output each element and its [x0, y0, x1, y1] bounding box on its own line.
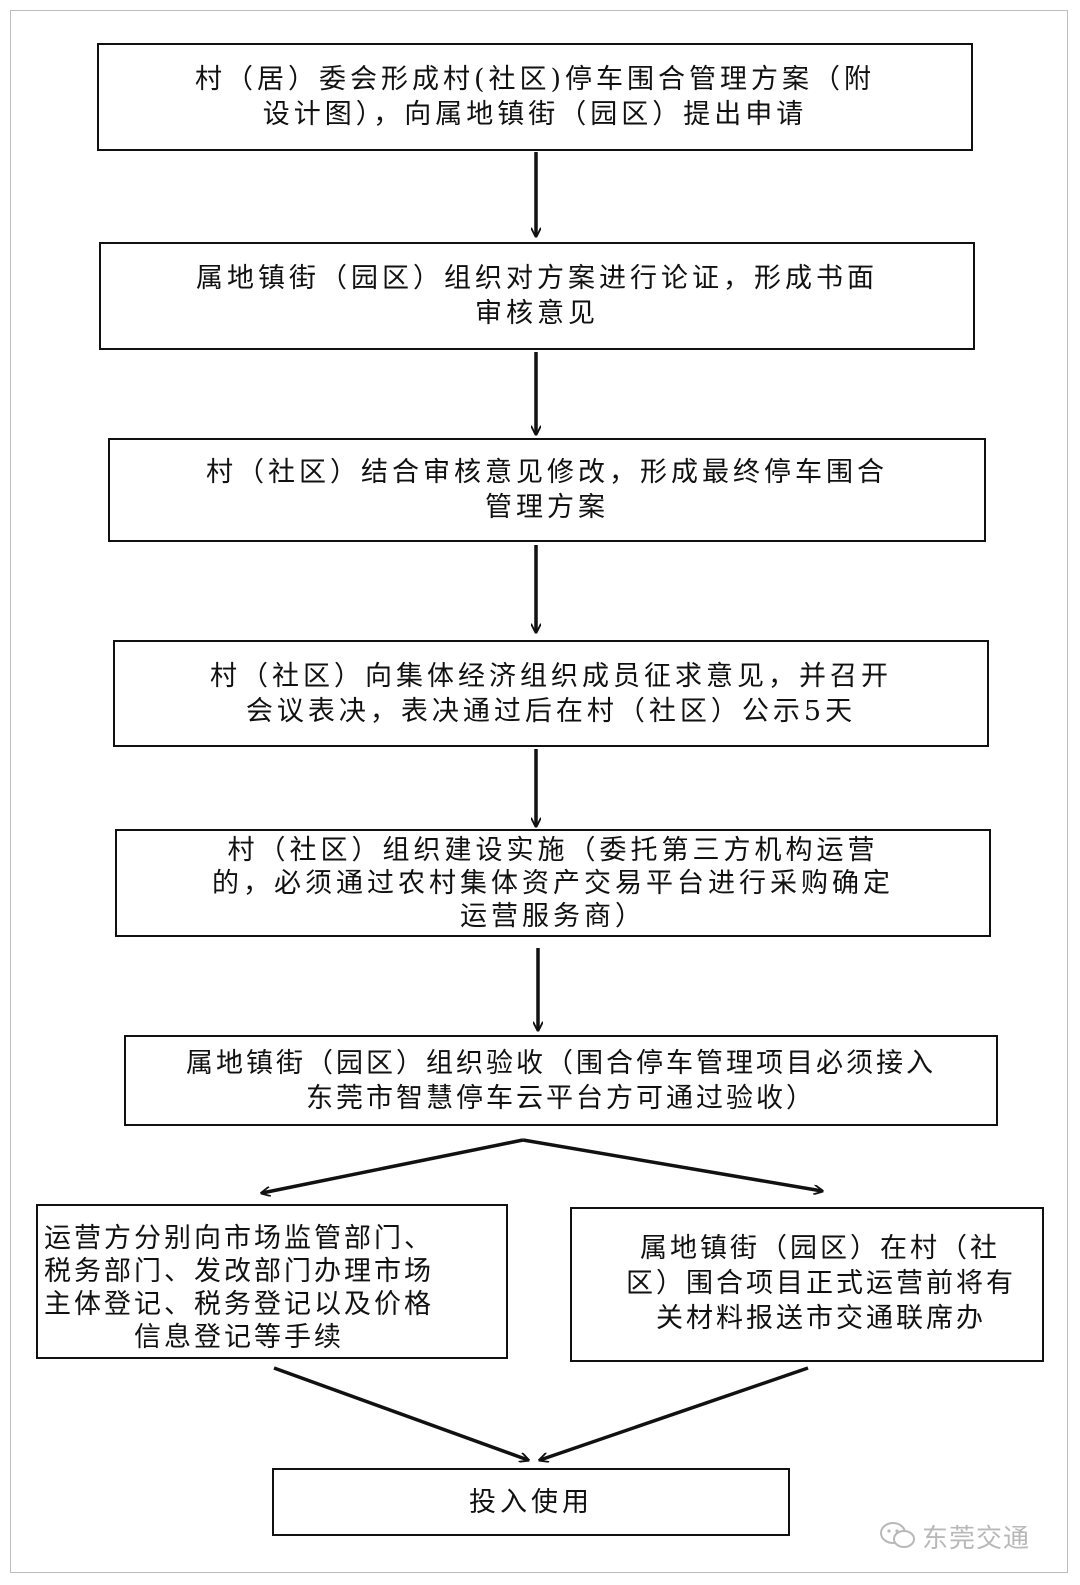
step-6-line-2: 东莞市智慧停车云平台方可通过验收）: [306, 1082, 816, 1114]
arrow-step6-right: [522, 1138, 822, 1191]
branch-left-line-1: 运营方分别向市场监管部门、: [44, 1223, 434, 1254]
step-5-line-3: 运营服务商）: [460, 900, 646, 932]
branch-right-line-3: 关材料报送市交通联席办: [656, 1303, 986, 1334]
arrow-right-final: [540, 1366, 809, 1460]
watermark-text: 东莞交通: [922, 1524, 1031, 1554]
step-5-box: 村（社区）组织建设实施（委托第三方机构运营 的，必须通过农村集体资产交易平台进行…: [115, 829, 991, 937]
step-5-line-1: 村（社区）组织建设实施（委托第三方机构运营: [227, 834, 879, 866]
step-3-line-1: 村（社区）结合审核意见修改，形成最终停车围合: [206, 457, 888, 488]
branch-right-box: 属地镇街（园区）在村（社 区）围合项目正式运营前将有 关材料报送市交通联席办: [570, 1207, 1044, 1362]
final-box: 投入使用: [272, 1468, 790, 1536]
step-4-box: 村（社区）向集体经济组织成员征求意见，并召开 会议表决，表决通过后在村（社区）公…: [113, 640, 989, 747]
step-6-box: 属地镇街（园区）组织验收（围合停车管理项目必须接入 东莞市智慧停车云平台方可通过…: [124, 1035, 998, 1126]
watermark: 东莞交通: [878, 1518, 1030, 1558]
branch-left-line-4: 信息登记等手续: [134, 1322, 344, 1353]
branch-right-line-2: 区）围合项目正式运营前将有: [626, 1268, 1016, 1299]
step-1-line-1: 村（居）委会形成村(社区)停车围合管理方案（附: [194, 64, 876, 95]
arrow-step6-left: [262, 1138, 524, 1193]
step-3-box: 村（社区）结合审核意见修改，形成最终停车围合 管理方案: [108, 438, 986, 542]
branch-left-line-2: 税务部门、发改部门办理市场: [44, 1256, 434, 1287]
step-6-line-1: 属地镇街（园区）组织验收（围合停车管理项目必须接入: [186, 1047, 936, 1079]
final-label: 投入使用: [469, 1486, 593, 1518]
step-5-line-2: 的，必须通过农村集体资产交易平台进行采购确定: [212, 867, 894, 899]
step-1-line-2: 设计图），向属地镇街（园区）提出申请: [262, 99, 808, 130]
step-2-line-2: 审核意见: [475, 298, 599, 329]
branch-right-line-1: 属地镇街（园区）在村（社: [640, 1233, 1000, 1264]
step-4-line-2: 会议表决，表决通过后在村（社区）公示5天: [245, 695, 857, 727]
wechat-icon: [878, 1521, 918, 1558]
step-4-line-1: 村（社区）向集体经济组织成员征求意见，并召开: [210, 660, 892, 692]
step-2-line-1: 属地镇街（园区）组织对方案进行论证，形成书面: [196, 263, 878, 294]
page-frame: [10, 10, 1068, 1573]
step-1-box: 村（居）委会形成村(社区)停车围合管理方案（附 设计图），向属地镇街（园区）提出…: [97, 43, 973, 151]
branch-left-line-3: 主体登记、税务登记以及价格: [44, 1289, 434, 1320]
branch-left-box: 运营方分别向市场监管部门、 税务部门、发改部门办理市场 主体登记、税务登记以及价…: [36, 1204, 508, 1359]
arrow-left-final: [273, 1366, 528, 1460]
step-2-box: 属地镇街（园区）组织对方案进行论证，形成书面 审核意见: [99, 242, 975, 350]
step-3-line-2: 管理方案: [485, 492, 609, 523]
